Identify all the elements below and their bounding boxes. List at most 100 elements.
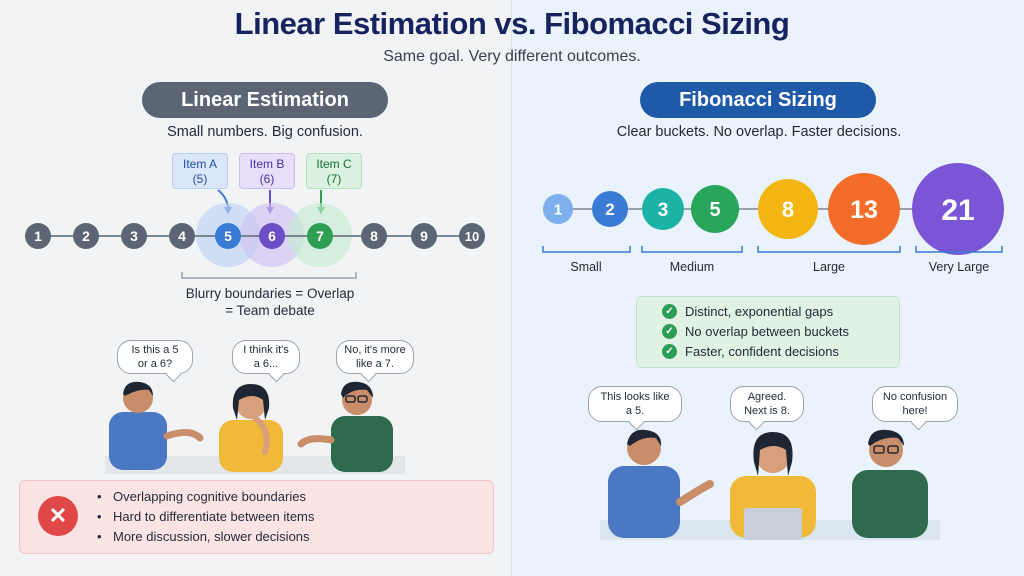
number-label-2: 2 (82, 228, 90, 244)
bubble-text: here! (902, 405, 928, 417)
benefit-item: ✓ No overlap between buckets (662, 324, 849, 339)
cons-box (19, 480, 494, 554)
laptop (744, 508, 802, 540)
person-right-3 (852, 429, 928, 538)
fib-label-5: 5 (709, 199, 720, 221)
overlap-bracket (181, 272, 357, 279)
bubble-text: No confusion (882, 391, 948, 403)
fib-label-3: 3 (658, 200, 669, 221)
person-right-1 (608, 429, 714, 538)
item-b-name: Item B (249, 157, 285, 171)
linear-number-line: 1 2 3 4 5 6 7 8 9 10 (25, 189, 485, 279)
fib-dot-5 (691, 185, 739, 233)
overlap-line-1: Blurry boundaries = Overlap (185, 286, 355, 301)
item-c-callout: Item C (7) (306, 153, 362, 189)
fib-dot-21 (912, 163, 1004, 255)
speech-bubble-right-3: No confusion here! (872, 386, 958, 422)
person-left-2 (219, 384, 283, 472)
number-label-8: 8 (370, 228, 378, 244)
benefit-text: Distinct, exponential gaps (685, 304, 834, 319)
fib-label-13: 13 (850, 196, 878, 224)
page-title: Linear Estimation vs. Fibomacci Sizing (234, 6, 790, 41)
number-label-3: 3 (130, 228, 138, 244)
item-b-callout: Item B (6) (239, 153, 295, 189)
item-a-value: (5) (192, 172, 208, 186)
number-label-9: 9 (420, 228, 428, 244)
con-text: Hard to differentiate between items (113, 509, 315, 524)
number-line-dots: 1 2 3 4 5 6 7 8 9 10 (25, 223, 485, 249)
fib-label-2: 2 (605, 200, 614, 219)
fib-dot-8 (758, 179, 818, 239)
bubble-text: Is this a 5 (131, 344, 179, 356)
item-a-callout: Item A (5) (172, 153, 228, 189)
benefits-box (636, 296, 900, 368)
bucket-small: Small (570, 260, 602, 274)
bubble-text: like a 7. (356, 358, 394, 370)
bubble-text: This looks like (600, 391, 670, 403)
person-right-2 (730, 432, 816, 540)
benefit-item: ✓Faster, confident decisions (662, 344, 839, 359)
fibonacci-dots: 1 2 3 5 8 13 21 (543, 163, 1004, 255)
bubble-text: a 6... (253, 358, 279, 370)
speech-bubble-left-1: Is this a 5 or a 6? (117, 340, 193, 374)
bracket-large (757, 246, 901, 253)
item-c-name: Item C (316, 157, 352, 171)
speech-bubble-right-1: This looks like a 5. (588, 386, 682, 422)
benefit-text: Faster, confident decisions (685, 344, 839, 359)
linear-caption: Small numbers. Big confusion. (167, 124, 363, 140)
fib-label-21: 21 (941, 194, 974, 227)
fibonacci-caption: Clear buckets. No overlap. Faster decisi… (616, 124, 902, 140)
check-icon: ✓ (662, 324, 677, 339)
bubble-text: I think it's (243, 344, 289, 356)
number-dot-1 (25, 223, 51, 249)
number-label-4: 4 (178, 228, 186, 244)
con-item: •Overlapping cognitive boundaries (97, 489, 306, 504)
number-dot-8 (361, 223, 387, 249)
number-label-5: 5 (224, 228, 232, 244)
person-left-1 (109, 381, 204, 470)
x-icon: ✕ (38, 496, 78, 536)
number-dot-7 (307, 223, 333, 249)
number-label-10: 10 (465, 229, 479, 244)
bubble-text: Next is 8. (744, 405, 790, 417)
con-text: Overlapping cognitive boundaries (113, 489, 306, 504)
panel-divider (511, 0, 512, 576)
bubble-text: a 5. (625, 405, 645, 417)
bracket-medium (641, 246, 743, 253)
bucket-large: Large (813, 260, 845, 274)
fib-label-1: 1 (554, 201, 562, 218)
number-dot-10 (459, 223, 485, 249)
page-subtitle: Same goal. Very different outcomes. (383, 48, 641, 65)
team-agreement-illustration (600, 429, 940, 540)
number-dot-9 (411, 223, 437, 249)
bracket-very-large (915, 246, 1003, 253)
con-item: •More discussion, slower decisions (97, 529, 310, 544)
number-label-6: 6 (268, 228, 276, 244)
bracket-small (542, 246, 631, 253)
bucket-very-large: Very Large (928, 260, 990, 274)
fib-label-8: 8 (782, 197, 794, 222)
bubble-text: Agreed. (747, 391, 787, 403)
fibonacci-sizing-pill: Fibonacci Sizing (640, 82, 876, 118)
speech-bubble-left-3: No, it's more like a 7. (336, 340, 414, 374)
number-dot-5 (215, 223, 241, 249)
item-b-value: (6) (259, 172, 275, 186)
person-left-3 (297, 381, 393, 472)
number-label-7: 7 (316, 228, 324, 244)
bubble-text: or a 6? (137, 358, 173, 370)
fib-dot-1 (543, 194, 573, 224)
fibonacci-scale: 1 2 3 5 8 13 21 (542, 163, 1004, 255)
team-debate-illustration (105, 381, 405, 474)
number-dot-4 (169, 223, 195, 249)
number-dot-3 (121, 223, 147, 249)
benefit-item: ✓Distinct, exponential gaps (662, 304, 833, 319)
number-label-1: 1 (34, 228, 42, 244)
speech-bubble-left-2: I think it's a 6... (232, 340, 300, 374)
number-dot-2 (73, 223, 99, 249)
benefit-text: No overlap between buckets (685, 324, 850, 339)
bubble-text: No, it's more (344, 344, 406, 356)
con-text: More discussion, slower decisions (113, 529, 310, 544)
con-item: •Hard to differentiate between items (97, 509, 315, 524)
speech-bubble-right-2: Agreed. Next is 8. (730, 386, 804, 422)
item-a-name: Item A (182, 157, 217, 171)
